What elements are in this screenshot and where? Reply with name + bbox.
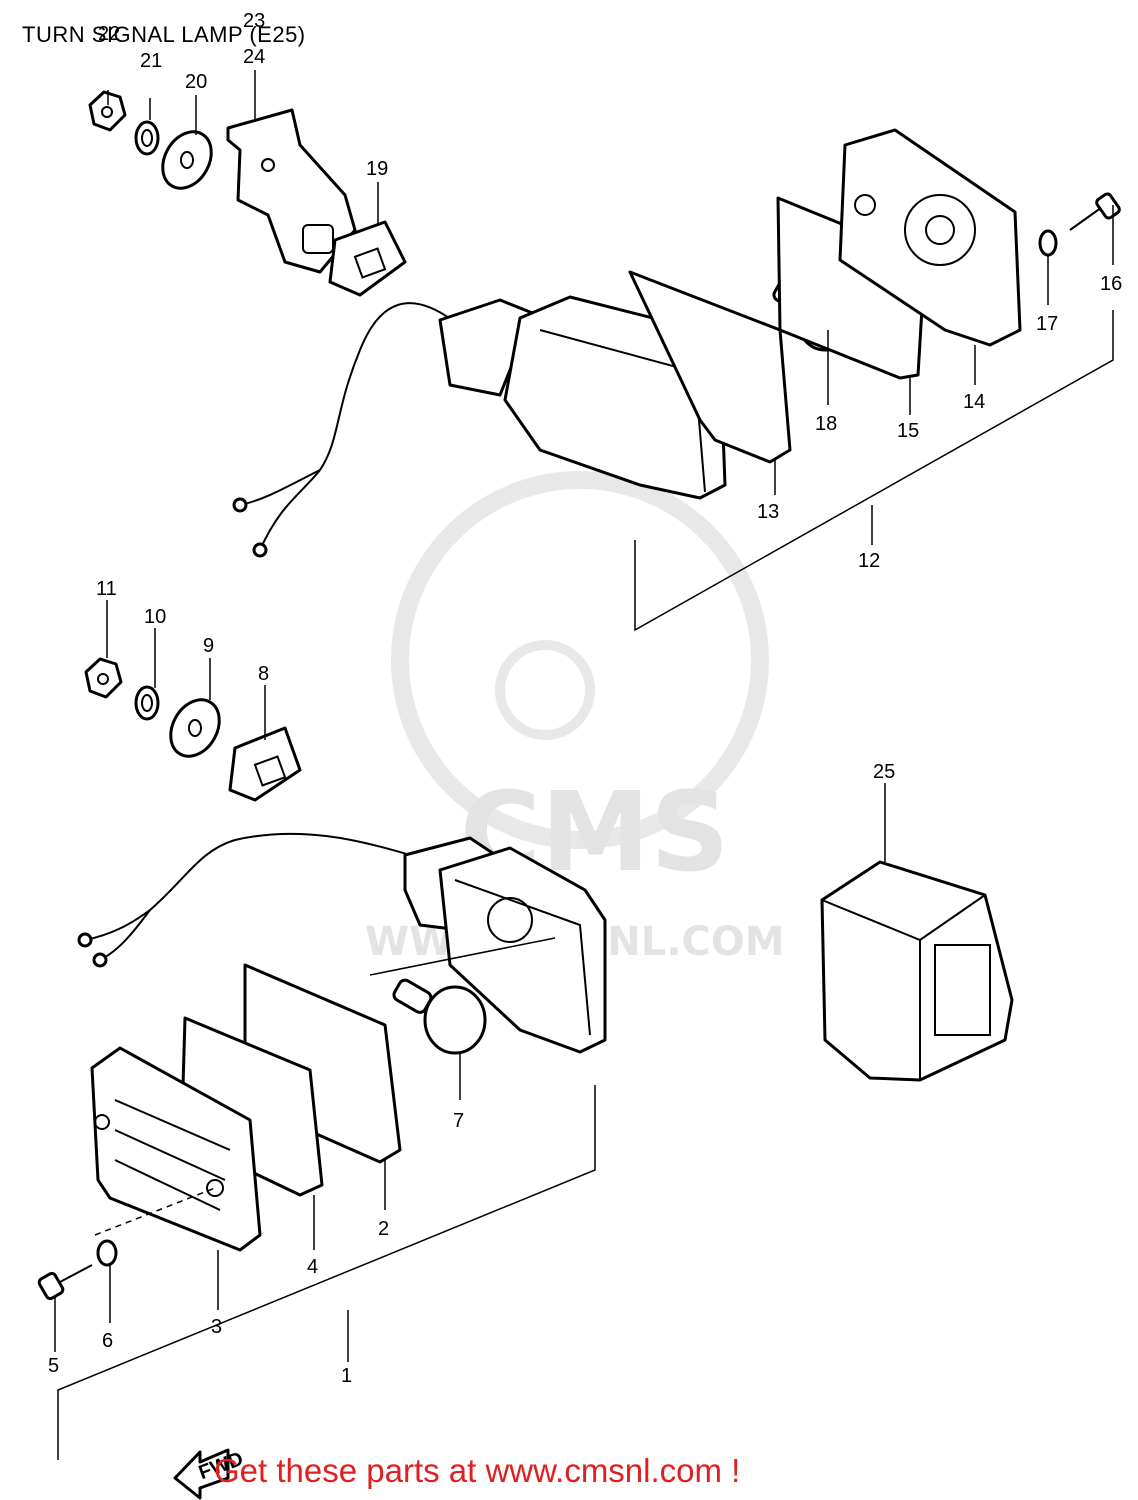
callout-15: 15 [897, 420, 919, 442]
bracket-23-24 [226, 108, 357, 274]
grommet-19 [328, 220, 407, 297]
callout-9: 9 [203, 635, 214, 657]
grommet-8 [228, 726, 302, 802]
callout-22: 22 [98, 23, 120, 45]
callout-6: 6 [102, 1330, 113, 1352]
flasher-relay-25 [820, 860, 1014, 1082]
callouts: 22 23 24 21 20 19 16 17 14 15 18 13 12 1… [48, 10, 1122, 1387]
lock-washer-10 [134, 685, 160, 721]
lower-wire-harness [77, 832, 411, 968]
callout-5: 5 [48, 1355, 59, 1377]
lens-14 [838, 128, 1022, 347]
nut-11 [84, 657, 123, 699]
callout-20: 20 [185, 71, 207, 93]
callout-25: 25 [873, 761, 895, 783]
callout-7: 7 [453, 1110, 464, 1132]
callout-1: 1 [341, 1365, 352, 1387]
washer-9 [169, 698, 221, 758]
callout-8: 8 [258, 663, 269, 685]
callout-10: 10 [144, 606, 166, 628]
callout-13: 13 [757, 501, 779, 523]
callout-3: 3 [211, 1316, 222, 1338]
fwd-arrow-icon: FWD [173, 1448, 246, 1500]
callout-12: 12 [858, 550, 880, 572]
screw-5 [37, 1264, 93, 1301]
callout-21: 21 [140, 50, 162, 72]
washer-20 [161, 130, 213, 190]
lens-3 [90, 1046, 262, 1252]
leader-lines [54, 70, 1114, 1460]
callout-11: 11 [96, 578, 117, 600]
callout-16: 16 [1100, 273, 1122, 295]
nut-22 [88, 90, 127, 132]
washer-17 [1038, 229, 1058, 257]
callout-14: 14 [963, 391, 985, 413]
callout-17: 17 [1036, 313, 1058, 335]
lower-lamp-housing [369, 836, 607, 1054]
callout-19: 19 [366, 158, 388, 180]
diagram-title: TURN SIGNAL LAMP (E25) [22, 22, 306, 47]
callout-24: 24 [243, 46, 265, 68]
callout-18: 18 [815, 413, 837, 435]
upper-wire-harness [232, 302, 453, 558]
bulb-7 [392, 978, 487, 1055]
callout-2: 2 [378, 1218, 389, 1240]
callout-4: 4 [307, 1256, 318, 1278]
washer-6 [96, 1239, 118, 1267]
callout-23: 23 [243, 10, 265, 32]
lock-washer-21 [134, 120, 160, 156]
promo-link[interactable]: Get these parts at www.cmsnl.com ! [214, 1452, 741, 1489]
